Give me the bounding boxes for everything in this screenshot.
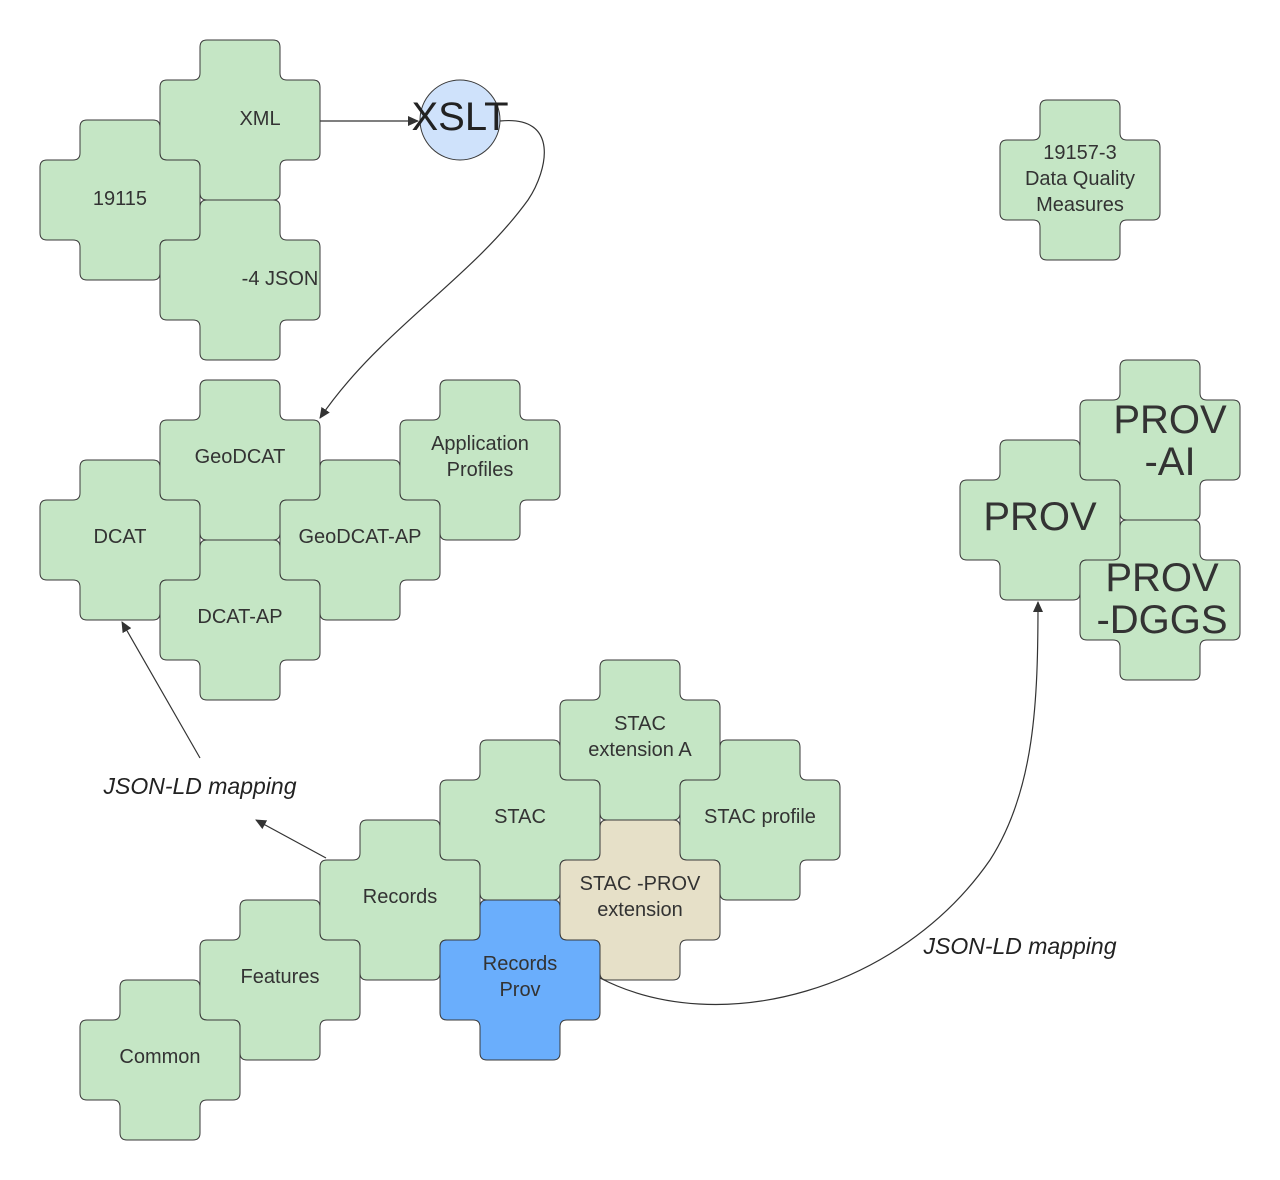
piece-label-line: extension — [597, 899, 683, 921]
piece-label-common: Common — [119, 1046, 200, 1068]
piece-shape-stacprov — [559, 819, 721, 981]
piece-label-line: Measures — [1036, 194, 1124, 216]
piece-provai: PROV-AI — [1079, 359, 1241, 521]
piece-shape-features — [199, 899, 361, 1061]
arrow-xslt-to-geodcat — [319, 120, 545, 419]
piece-19115: 19115 — [39, 119, 201, 281]
xslt-node: XSLT — [411, 79, 509, 161]
piece-shape-provai — [1079, 359, 1241, 521]
json-ld-mapping-right-label: JSON-LD mapping — [922, 933, 1116, 959]
piece-stacprofile: STAC profile — [679, 739, 841, 901]
piece-label-line: STAC — [494, 806, 546, 828]
piece-shape-provdggs — [1079, 519, 1241, 681]
piece-features: Features — [199, 899, 361, 1061]
piece-json4: -4 JSON — [159, 199, 321, 361]
piece-shape-appprofiles — [399, 379, 561, 541]
piece-stacprov: STAC -PROV extension — [559, 819, 721, 981]
piece-shape-stacprofile — [679, 739, 841, 901]
piece-label-line: 19157-3 — [1043, 142, 1116, 164]
piece-label-line: Profiles — [447, 459, 514, 481]
piece-label-line: Data Quality — [1025, 168, 1135, 190]
piece-label-line: PROV — [1113, 398, 1227, 442]
piece-label-geodcatap: GeoDCAT-AP — [299, 526, 422, 548]
piece-xml: XML — [159, 39, 321, 201]
piece-label-line: XML — [239, 108, 280, 130]
arrow-recordsprov-to-prov — [599, 601, 1043, 1005]
piece-shape-dq — [999, 99, 1161, 261]
piece-common: Common — [79, 979, 241, 1141]
piece-shape-json4 — [159, 199, 321, 361]
piece-label-provai: PROV-AI — [1113, 398, 1227, 484]
piece-label-line: 19115 — [93, 188, 147, 210]
piece-shape-common — [79, 979, 241, 1141]
piece-dcatap: DCAT-AP — [159, 539, 321, 701]
piece-label-records: Records — [363, 886, 437, 908]
piece-label-line: PROV — [983, 495, 1097, 539]
piece-label-line: DCAT — [94, 526, 147, 548]
piece-label-19115: 19115 — [93, 188, 147, 210]
piece-label-xml: XML — [239, 108, 280, 130]
piece-stacext: STAC extension A — [559, 659, 721, 821]
piece-label-line: DCAT-AP — [197, 606, 282, 628]
piece-label-line: Records — [363, 886, 437, 908]
json-ld-mapping-left-label: JSON-LD mapping — [102, 773, 296, 799]
piece-prov: PROV — [959, 439, 1121, 601]
piece-label-line: GeoDCAT — [195, 446, 286, 468]
piece-shape-xml — [159, 39, 321, 201]
piece-label-line: STAC — [614, 713, 666, 735]
piece-label-line: Common — [119, 1046, 200, 1068]
piece-label-stacext: STAC extension A — [588, 713, 692, 761]
piece-label-line: -4 JSON — [242, 268, 319, 290]
piece-label-line: extension A — [588, 739, 692, 761]
piece-label-line: Prov — [499, 979, 540, 1001]
piece-label-dcatap: DCAT-AP — [197, 606, 282, 628]
piece-label-line: STAC -PROV — [580, 873, 701, 895]
piece-label-line: Features — [241, 966, 320, 988]
piece-shape-dcatap — [159, 539, 321, 701]
xslt-circle — [419, 79, 501, 161]
piece-label-line: -DGGS — [1096, 598, 1227, 642]
piece-label-line: Application — [431, 433, 529, 455]
piece-label-line: GeoDCAT-AP — [299, 526, 422, 548]
piece-label-provdggs: PROV-DGGS — [1096, 556, 1227, 642]
piece-label-stacprov: STAC -PROV extension — [580, 873, 701, 921]
arrow-mapping-to-dcat — [121, 621, 201, 759]
connectors — [121, 116, 1043, 1005]
piece-geodcatap: GeoDCAT-AP — [279, 459, 441, 621]
piece-label-json4: -4 JSON — [242, 268, 319, 290]
piece-label-line: Records — [483, 953, 557, 975]
arrow-records-to-mapping — [255, 819, 327, 859]
piece-provdggs: PROV-DGGS — [1079, 519, 1241, 681]
piece-label-stacprofile: STAC profile — [704, 806, 816, 828]
piece-label-stac: STAC — [494, 806, 546, 828]
piece-label-line: STAC profile — [704, 806, 816, 828]
piece-label-dcat: DCAT — [94, 526, 147, 548]
xslt-label: XSLT — [411, 95, 508, 139]
piece-label-features: Features — [241, 966, 320, 988]
piece-label-line: -AI — [1144, 440, 1195, 484]
piece-label-line: PROV — [1105, 556, 1219, 600]
piece-shape-recordsprov — [439, 899, 601, 1061]
piece-label-geodcat: GeoDCAT — [195, 446, 286, 468]
piece-shape-geodcatap — [279, 459, 441, 621]
piece-geodcat: GeoDCAT — [159, 379, 321, 541]
piece-label-prov: PROV — [983, 495, 1097, 539]
